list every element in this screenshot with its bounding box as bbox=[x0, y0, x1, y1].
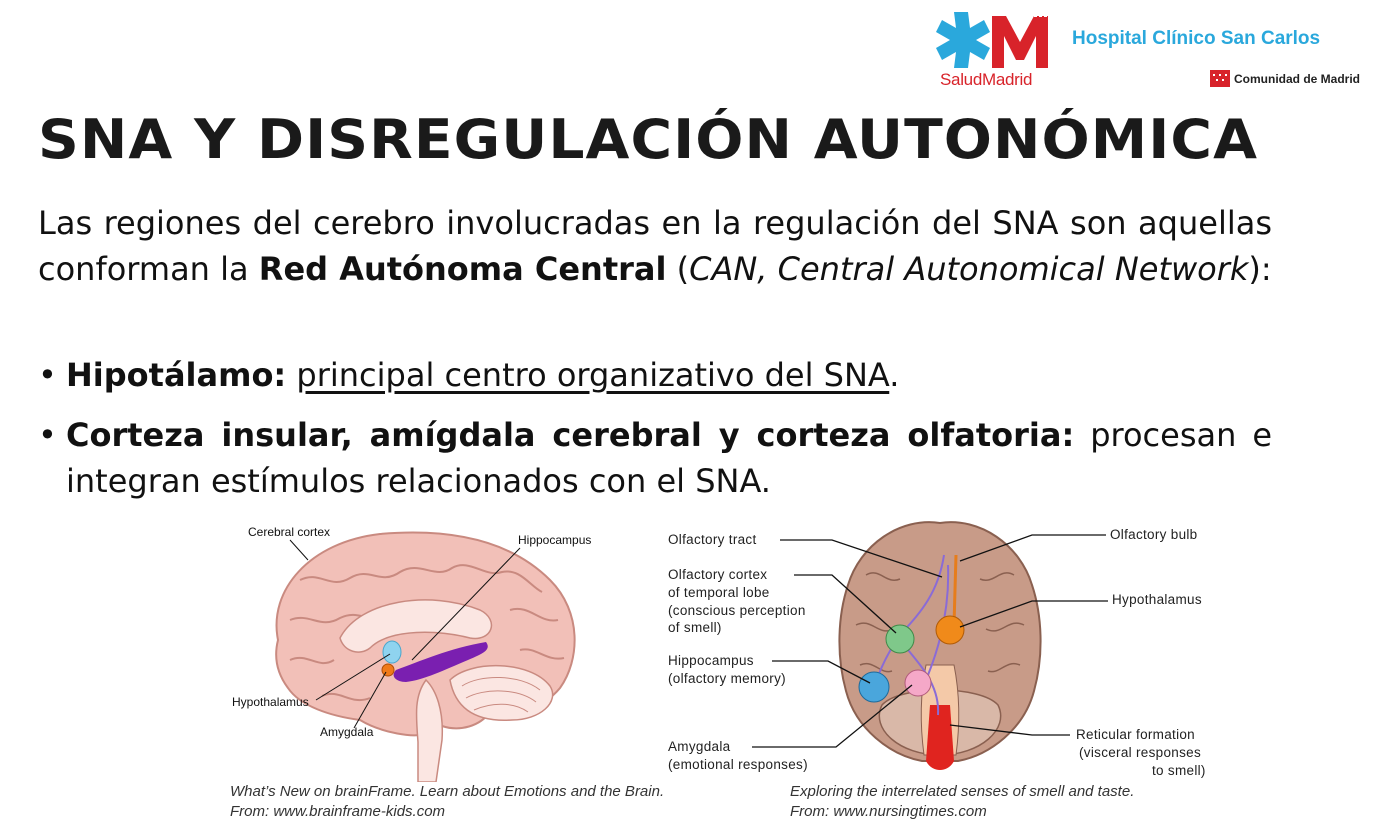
ventral-gyri bbox=[855, 572, 1025, 673]
label-amygdala-left: Amygdala bbox=[320, 725, 374, 739]
label-hypothalamus-left: Hypothalamus bbox=[232, 695, 309, 709]
bullet-dot-icon: • bbox=[38, 356, 57, 394]
salud-madrid-logo-text: SaludMadrid bbox=[940, 70, 1033, 89]
bullet-hipotalamo: • Hipotálamo: principal centro organizat… bbox=[38, 352, 1272, 398]
caption-right: Exploring the interrelated senses of sme… bbox=[790, 782, 1134, 822]
label-olfactory-cortex-1: Olfactory cortex bbox=[668, 567, 767, 582]
label-hippocampus-1: Hippocampus bbox=[668, 653, 754, 668]
comunidad-madrid-text: Comunidad de Madrid bbox=[1234, 71, 1360, 86]
label-olfactory-cortex-4: of smell) bbox=[668, 620, 722, 635]
bullet-corteza-term: Corteza insular, amígdala cerebral y cor… bbox=[66, 416, 1075, 454]
intro-text-1: Las regiones del cerebro involucradas en… bbox=[38, 204, 1272, 288]
caption-left-line1: What’s New on brainFrame. Learn about Em… bbox=[230, 783, 665, 800]
olfactory-tract-path bbox=[952, 554, 958, 626]
caption-left: What’s New on brainFrame. Learn about Em… bbox=[230, 782, 664, 822]
salud-madrid-logo bbox=[936, 12, 1048, 68]
corpus-callosum bbox=[339, 599, 493, 653]
hypothalamus-region bbox=[382, 640, 402, 664]
ventral-hippocampus bbox=[858, 671, 890, 703]
label-olfactory-cortex-3: (conscious perception bbox=[668, 603, 806, 618]
intro-paragraph: Las regiones del cerebro involucradas en… bbox=[38, 200, 1272, 292]
ventral-amygdala bbox=[904, 669, 932, 697]
caption-right-line2: From: www.nursingtimes.com bbox=[790, 803, 987, 820]
bullet-corteza: • Corteza insular, amígdala cerebral y c… bbox=[38, 412, 1272, 504]
brainstem bbox=[415, 678, 444, 782]
caption-left-line2: From: www.brainframe-kids.com bbox=[230, 803, 446, 820]
brain-sagittal-figure: Cerebral cortex Hippocampus Hypothalamus… bbox=[232, 525, 591, 782]
cerebellum-folds bbox=[461, 677, 541, 713]
ventral-olfactory-cortex bbox=[885, 624, 915, 654]
caption-right-line1: Exploring the interrelated senses of sme… bbox=[790, 783, 1135, 800]
bullet-hipotalamo-underlined: principal centro organizativo del SNA bbox=[296, 356, 890, 394]
brain-ventral-figure: Olfactory tract Olfactory cortex of temp… bbox=[668, 521, 1206, 778]
label-reticular-3: to smell) bbox=[1152, 763, 1206, 778]
hippocampus-region bbox=[393, 642, 488, 682]
hospital-name: Hospital Clínico San Carlos bbox=[1072, 28, 1321, 49]
bullet-hipotalamo-rest: . bbox=[889, 356, 900, 394]
label-amygdala-2: (emotional responses) bbox=[668, 757, 808, 772]
comunidad-madrid-logo: Comunidad de Madrid bbox=[1210, 70, 1360, 87]
madrid-flag-icon bbox=[1210, 70, 1230, 87]
intro-italic-can: CAN, Central Autonomical Network bbox=[689, 250, 1249, 288]
intro-text-2: ( bbox=[666, 250, 690, 288]
label-olfactory-bulb: Olfactory bulb bbox=[1110, 527, 1198, 542]
slide-title: SNA Y DISREGULACIÓN AUTONÓMICA bbox=[38, 108, 1259, 171]
label-hippocampus-left: Hippocampus bbox=[518, 533, 591, 547]
ventral-hypothalamus bbox=[935, 615, 965, 645]
label-olfactory-cortex-2: of temporal lobe bbox=[668, 585, 770, 600]
label-cerebral-cortex: Cerebral cortex bbox=[248, 525, 330, 539]
label-hippocampus-2: (olfactory memory) bbox=[668, 671, 786, 686]
label-reticular-1: Reticular formation bbox=[1076, 727, 1195, 742]
label-hypothalamus-right: Hypothalamus bbox=[1112, 592, 1202, 607]
label-olfactory-tract: Olfactory tract bbox=[668, 532, 757, 547]
intro-text-3: ): bbox=[1248, 250, 1272, 288]
bullet-dot-icon: • bbox=[38, 416, 57, 454]
label-amygdala-1: Amygdala bbox=[668, 739, 731, 754]
reticular-formation-region bbox=[926, 705, 954, 770]
bullet-corteza-rest: procesan e integran estímulos relacionad… bbox=[66, 416, 1273, 500]
cerebellum bbox=[449, 665, 554, 721]
label-reticular-2: (visceral responses bbox=[1079, 745, 1201, 760]
bullet-list: • Hipotálamo: principal centro organizat… bbox=[38, 352, 1272, 518]
intro-bold-can: Red Autónoma Central bbox=[258, 250, 667, 288]
amygdala-region bbox=[381, 663, 395, 677]
bullet-hipotalamo-term: Hipotálamo: bbox=[66, 356, 287, 394]
